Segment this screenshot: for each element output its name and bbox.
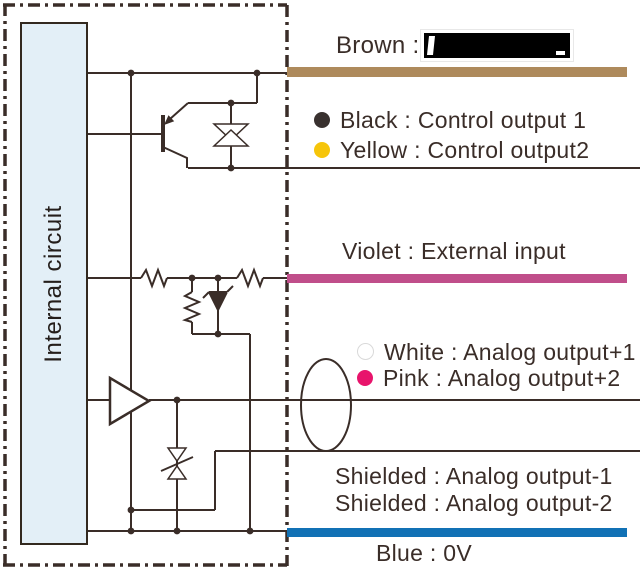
black-wire-label: Black : Control output 1 — [314, 106, 586, 134]
redacted-text-fragment — [427, 36, 435, 55]
internal-circuit-label: Internal circuit — [40, 204, 67, 363]
zener-diode-icon — [202, 285, 234, 313]
violet-wire-label: Violet : External input — [342, 238, 566, 264]
blue-wire-label: Blue : 0V — [376, 540, 473, 566]
redacted-value-box — [421, 30, 573, 61]
resistor-symbols — [140, 267, 264, 323]
junction-dots — [127, 69, 261, 535]
shield-ellipse-icon — [300, 358, 352, 452]
redacted-text-fragment — [556, 51, 565, 55]
transistor-icon — [161, 102, 189, 168]
yellow-wire-label: Yellow : Control output2 — [314, 136, 589, 164]
pink-wire-bullet-icon — [357, 369, 373, 386]
yellow-wire-bullet-icon — [314, 141, 330, 158]
zener-pair-icon — [160, 447, 194, 480]
amplifier-icon — [108, 375, 152, 427]
black-wire-bullet-icon — [314, 111, 330, 128]
internal-circuit-box: Internal circuit — [20, 22, 88, 545]
shielded-wire-label-2: Shielded : Analog output-2 — [335, 490, 613, 516]
dash-dot-border — [3, 3, 289, 567]
violet-wire-bar — [287, 274, 627, 283]
brown-wire-bar — [287, 67, 627, 77]
white-wire-bullet-icon — [357, 343, 374, 361]
shielded-wire-label-1: Shielded : Analog output-1 — [335, 463, 613, 489]
blue-wire-bar — [287, 528, 627, 537]
pink-wire-label: Pink : Analog output+2 — [357, 364, 620, 392]
brown-wire-label: Brown : — [336, 32, 420, 59]
suppressor-diode-icon — [212, 123, 250, 147]
circuit-wires — [86, 72, 640, 532]
white-wire-label: White : Analog output+1 — [357, 338, 636, 366]
